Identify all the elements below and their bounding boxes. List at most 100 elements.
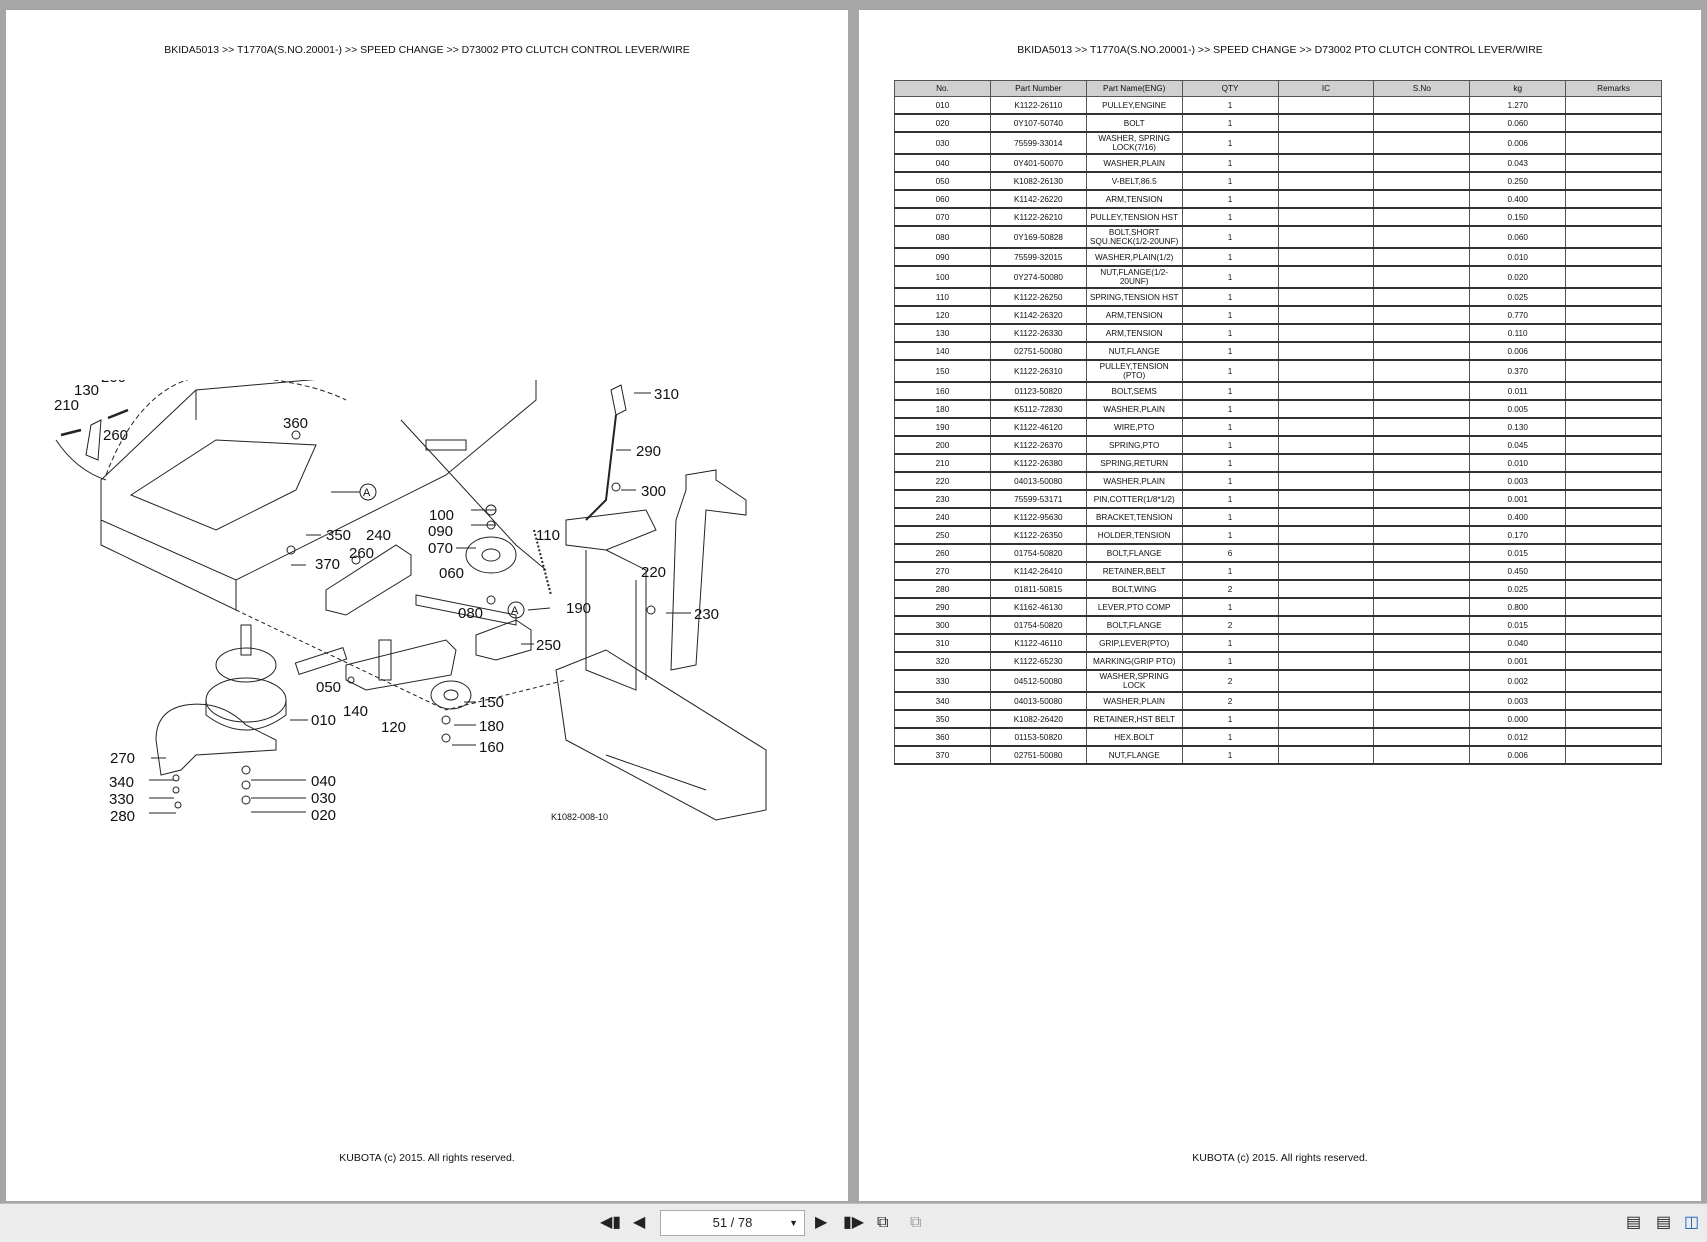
left-page: BKIDA5013 >> T1770A(S.NO.20001-) >> SPEE… [6, 10, 848, 1201]
svg-text:160: 160 [479, 739, 504, 756]
table-cell: 2 [1181, 691, 1279, 711]
table-cell [1277, 381, 1375, 401]
table-cell [1565, 207, 1662, 227]
table-cell [1373, 471, 1471, 491]
table-cell: 0.250 [1469, 171, 1567, 191]
page-number-select[interactable]: 51 / 78 ▼ [660, 1210, 805, 1236]
table-cell [1373, 597, 1471, 617]
table-cell [1565, 615, 1662, 635]
svg-text:060: 060 [439, 565, 464, 582]
prev-page-icon[interactable]: ◀ [633, 1214, 646, 1231]
table-cell [1277, 709, 1375, 729]
table-cell: V-BELT,86.5 [1085, 171, 1183, 191]
table-cell [1277, 153, 1375, 173]
table-cell [1277, 435, 1375, 455]
table-cell: 310 [894, 633, 991, 653]
table-cell: 0.060 [1469, 225, 1567, 249]
table-cell: 0.770 [1469, 305, 1567, 325]
table-cell [1373, 131, 1471, 155]
table-cell: LEVER,PTO COMP [1085, 597, 1183, 617]
table-cell [1565, 651, 1662, 671]
table-cell: 0.010 [1469, 453, 1567, 473]
table-cell [1373, 189, 1471, 209]
first-page-icon[interactable]: ◀▮ [600, 1214, 622, 1231]
table-cell: SPRING,PTO [1085, 435, 1183, 455]
table-cell: 1 [1181, 651, 1279, 671]
two-page-view-icon[interactable]: ◫ [1684, 1214, 1700, 1231]
table-cell: 130 [894, 323, 991, 343]
column-header: S.No [1373, 80, 1471, 97]
rotate-page-icon[interactable]: ⧉ [877, 1214, 889, 1231]
table-cell [1277, 561, 1375, 581]
table-cell: K1122-26330 [989, 323, 1087, 343]
table-cell: 1.270 [1469, 96, 1567, 115]
table-cell [1565, 287, 1662, 307]
table-cell: 1 [1181, 525, 1279, 545]
table-cell: WASHER,SPRING LOCK [1085, 669, 1183, 693]
table-cell: 250 [894, 525, 991, 545]
table-cell: 1 [1181, 471, 1279, 491]
retainer-270 [155, 703, 277, 776]
rotate-back-icon[interactable]: ⧉ [910, 1214, 922, 1231]
continuous-view-icon[interactable]: ▤ [1656, 1214, 1672, 1231]
table-cell: K1142-26220 [989, 189, 1087, 209]
table-cell: SPRING,TENSION HST [1085, 287, 1183, 307]
table-cell: BOLT,SHORT SQU.NECK(1/2-20UNF) [1085, 225, 1183, 249]
table-cell: 1 [1181, 247, 1279, 267]
table-cell: 110 [894, 287, 991, 307]
table-cell: 0.006 [1469, 341, 1567, 361]
table-cell: 2 [1181, 615, 1279, 635]
table-cell [1373, 489, 1471, 509]
next-page-icon[interactable]: ▶ [815, 1214, 828, 1231]
table-cell [1277, 287, 1375, 307]
table-cell: 01153-50820 [989, 727, 1087, 747]
table-cell [1565, 189, 1662, 209]
viewer-toolbar: ◀▮ ◀ 51 / 78 ▼ ▶ ▮▶ ⧉ ⧉ ▤ ▤ ◫ [0, 1203, 1707, 1242]
last-page-icon[interactable]: ▮▶ [843, 1214, 865, 1231]
table-cell [1373, 633, 1471, 653]
table-cell: 2 [1181, 669, 1279, 693]
table-cell [1373, 341, 1471, 361]
table-cell: 300 [894, 615, 991, 635]
table-cell [1565, 507, 1662, 527]
table-cell: 1 [1181, 561, 1279, 581]
pulley-150 [430, 680, 472, 710]
table-cell: 020 [894, 113, 991, 133]
table-cell [1565, 323, 1662, 343]
table-cell: 090 [894, 247, 991, 267]
svg-text:240: 240 [366, 527, 391, 544]
table-cell [1565, 489, 1662, 509]
svg-text:190: 190 [566, 600, 591, 617]
table-cell: 0.006 [1469, 745, 1567, 765]
frame-edge [100, 520, 237, 611]
table-cell: K1082-26420 [989, 709, 1087, 729]
table-cell [1373, 417, 1471, 437]
table-cell: 070 [894, 207, 991, 227]
table-cell: 1 [1181, 597, 1279, 617]
table-cell [1277, 417, 1375, 437]
table-cell: 230 [894, 489, 991, 509]
svg-text:230: 230 [694, 606, 719, 623]
column-header: Part Number [989, 80, 1087, 97]
table-cell: ARM,TENSION [1085, 305, 1183, 325]
table-cell: 0.025 [1469, 287, 1567, 307]
table-cell: 0.450 [1469, 561, 1567, 581]
table-cell: WASHER,PLAIN [1085, 691, 1183, 711]
svg-text:290: 290 [636, 443, 661, 460]
svg-text:180: 180 [479, 718, 504, 735]
table-cell: WASHER,PLAIN [1085, 471, 1183, 491]
table-cell: BOLT,FLANGE [1085, 615, 1183, 635]
table-cell [1373, 561, 1471, 581]
table-cell: 01754-50820 [989, 615, 1087, 635]
single-page-view-icon[interactable]: ▤ [1626, 1214, 1642, 1231]
table-cell [1565, 417, 1662, 437]
column-header: IC [1277, 80, 1375, 97]
